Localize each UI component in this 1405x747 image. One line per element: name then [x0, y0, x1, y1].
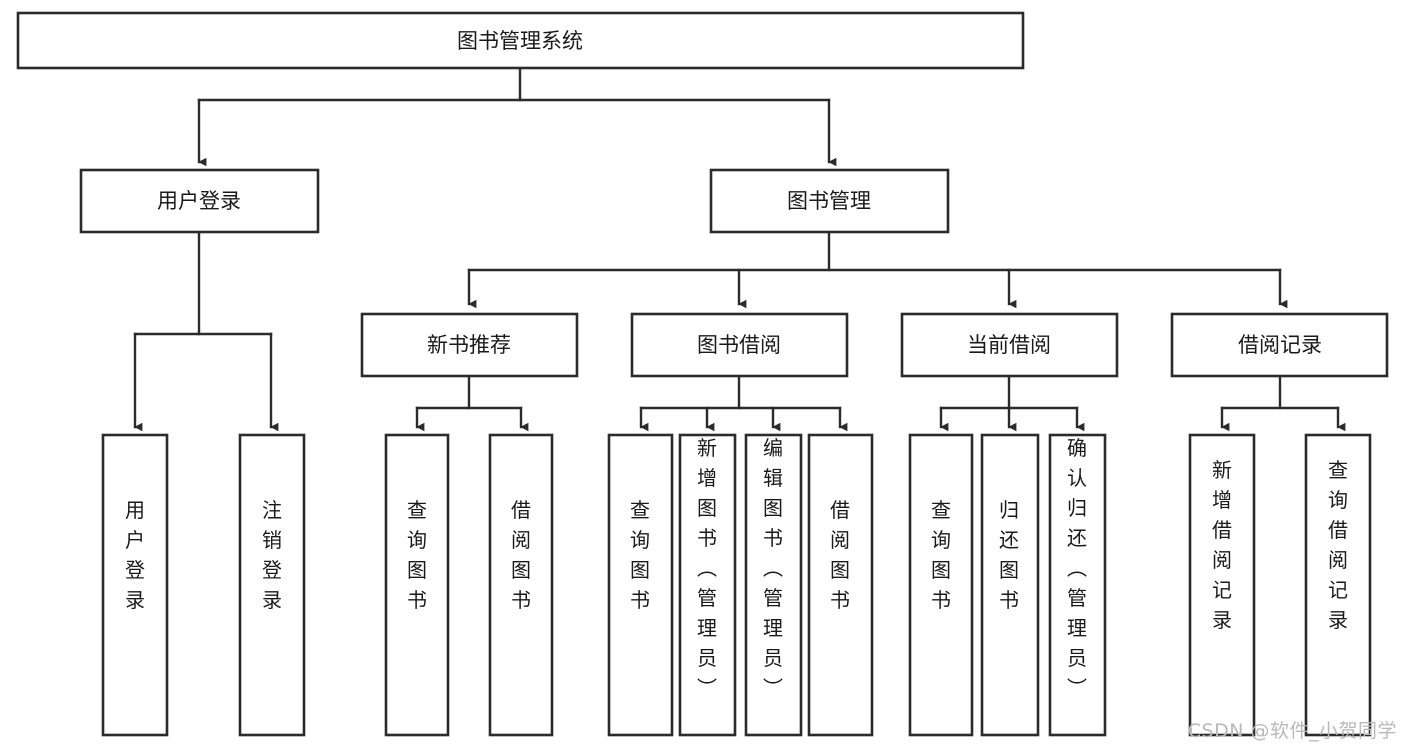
node-leaf-query-book-1[interactable]: 查询图书 [384, 433, 450, 737]
node-borrow-record-label: 借阅记录 [1238, 333, 1322, 357]
node-leaf-add-record-label: 新增借阅记录 [1212, 458, 1232, 632]
node-leaf-query-book-3-box[interactable] [908, 433, 974, 737]
node-current-borrow-box[interactable] [900, 312, 1119, 378]
node-leaf-borrow-book-1-box[interactable] [488, 433, 554, 737]
node-user-login[interactable]: 用户登录 [79, 168, 320, 234]
connector-layer [133, 66, 1346, 432]
node-leaf-user-login-box[interactable] [101, 433, 169, 737]
node-user-login-label: 用户登录 [157, 189, 241, 213]
node-leaf-logout-label: 注销登录 [262, 498, 282, 612]
node-leaf-add-record[interactable]: 新增借阅记录 [1188, 433, 1256, 737]
node-leaf-borrow-book-2[interactable]: 借阅图书 [807, 433, 874, 737]
node-leaf-add-book-box[interactable] [678, 433, 737, 737]
node-borrow-record[interactable]: 借阅记录 [1170, 312, 1389, 378]
node-leaf-query-record[interactable]: 查询借阅记录 [1304, 433, 1372, 737]
node-leaf-query-record-box[interactable] [1304, 433, 1372, 737]
node-leaf-edit-book[interactable]: 编辑图书︵管理员︶ [744, 433, 803, 737]
node-book-manage[interactable]: 图书管理 [709, 168, 950, 234]
node-leaf-logout[interactable]: 注销登录 [238, 433, 306, 737]
node-new-book-rec-label: 新书推荐 [427, 333, 511, 357]
node-leaf-query-book-2[interactable]: 查询图书 [607, 433, 674, 737]
node-leaf-add-book[interactable]: 新增图书︵管理员︶ [678, 433, 737, 737]
node-book-borrow-box[interactable] [630, 312, 849, 378]
node-leaf-return-book-box[interactable] [980, 433, 1040, 737]
node-leaf-borrow-book-2-box[interactable] [807, 433, 874, 737]
node-leaf-add-record-box[interactable] [1188, 433, 1256, 737]
node-leaf-query-book-1-box[interactable] [384, 433, 450, 737]
node-leaf-query-book-2-box[interactable] [607, 433, 674, 737]
node-leaf-user-login-label: 用户登录 [125, 498, 145, 612]
node-leaf-return-book-label: 归还图书 [999, 498, 1019, 612]
node-leaf-add-book-label: 新增图书︵管理员︶ [697, 436, 717, 700]
node-root-box[interactable] [16, 11, 1025, 70]
node-leaf-query-book-2-label: 查询图书 [630, 498, 650, 612]
node-leaf-logout-box[interactable] [238, 433, 306, 737]
csdn-watermark: CSDN @软件_小贺同学 [1187, 720, 1397, 742]
node-root[interactable]: 图书管理系统 [16, 11, 1025, 70]
node-leaf-edit-book-box[interactable] [744, 433, 803, 737]
node-book-manage-box[interactable] [709, 168, 950, 234]
node-borrow-record-box[interactable] [1170, 312, 1389, 378]
node-leaf-borrow-book-1[interactable]: 借阅图书 [488, 433, 554, 737]
node-leaf-query-book-3-label: 查询图书 [931, 498, 951, 612]
node-user-login-box[interactable] [79, 168, 320, 234]
node-new-book-rec-box[interactable] [360, 312, 579, 378]
node-leaf-query-record-label: 查询借阅记录 [1328, 458, 1348, 632]
node-book-borrow[interactable]: 图书借阅 [630, 312, 849, 378]
node-leaf-query-book-1-label: 查询图书 [407, 498, 427, 612]
node-leaf-confirm-return-label: 确认归还︵管理员︶ [1067, 436, 1087, 700]
node-current-borrow-label: 当前借阅 [967, 333, 1051, 357]
node-current-borrow[interactable]: 当前借阅 [900, 312, 1119, 378]
node-leaf-borrow-book-1-label: 借阅图书 [511, 498, 531, 612]
node-book-manage-label: 图书管理 [787, 189, 871, 213]
node-root-label: 图书管理系统 [457, 29, 583, 53]
node-leaf-borrow-book-2-label: 借阅图书 [830, 498, 850, 612]
node-leaf-return-book[interactable]: 归还图书 [980, 433, 1040, 737]
node-leaf-confirm-return-box[interactable] [1048, 433, 1107, 737]
node-new-book-rec[interactable]: 新书推荐 [360, 312, 579, 378]
node-leaf-confirm-return[interactable]: 确认归还︵管理员︶ [1048, 433, 1107, 737]
node-book-borrow-label: 图书借阅 [697, 333, 781, 357]
node-leaf-user-login[interactable]: 用户登录 [101, 433, 169, 737]
node-leaf-edit-book-label: 编辑图书︵管理员︶ [763, 436, 783, 700]
node-leaf-query-book-3[interactable]: 查询图书 [908, 433, 974, 737]
